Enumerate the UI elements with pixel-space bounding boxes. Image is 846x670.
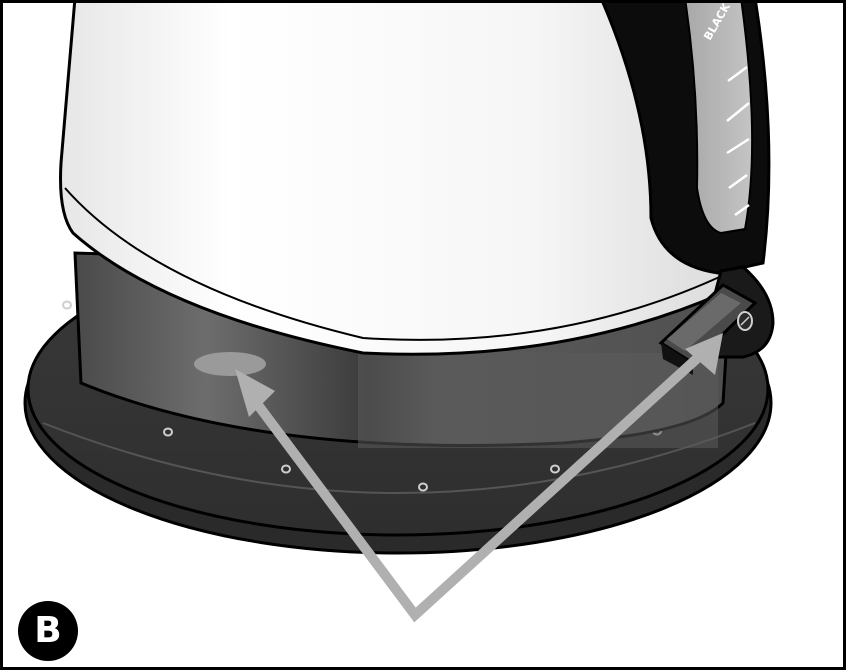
water-level-marks bbox=[726, 65, 750, 217]
water-window bbox=[684, 3, 754, 235]
vent-hole bbox=[550, 464, 560, 474]
base-rim-highlight bbox=[42, 422, 756, 494]
vent-hole bbox=[62, 300, 72, 310]
pointer-arrows bbox=[235, 333, 723, 623]
steam-vent-spot bbox=[194, 352, 266, 376]
arrow-head-switch bbox=[685, 333, 723, 375]
step-letter: B bbox=[34, 610, 62, 651]
kettle-illustration: BLACK bbox=[23, 3, 775, 623]
arrow-head-vent bbox=[235, 369, 275, 417]
vent-hole bbox=[418, 482, 428, 492]
vent-hole bbox=[163, 427, 173, 437]
kettle-body-edge-line bbox=[64, 187, 729, 341]
step-badge: B bbox=[18, 601, 78, 661]
kettle-handle: BLACK bbox=[601, 3, 771, 275]
kettle-body bbox=[59, 3, 740, 356]
vent-hole bbox=[281, 464, 291, 474]
arrow-shafts bbox=[250, 349, 707, 623]
collar-shade bbox=[358, 353, 718, 448]
